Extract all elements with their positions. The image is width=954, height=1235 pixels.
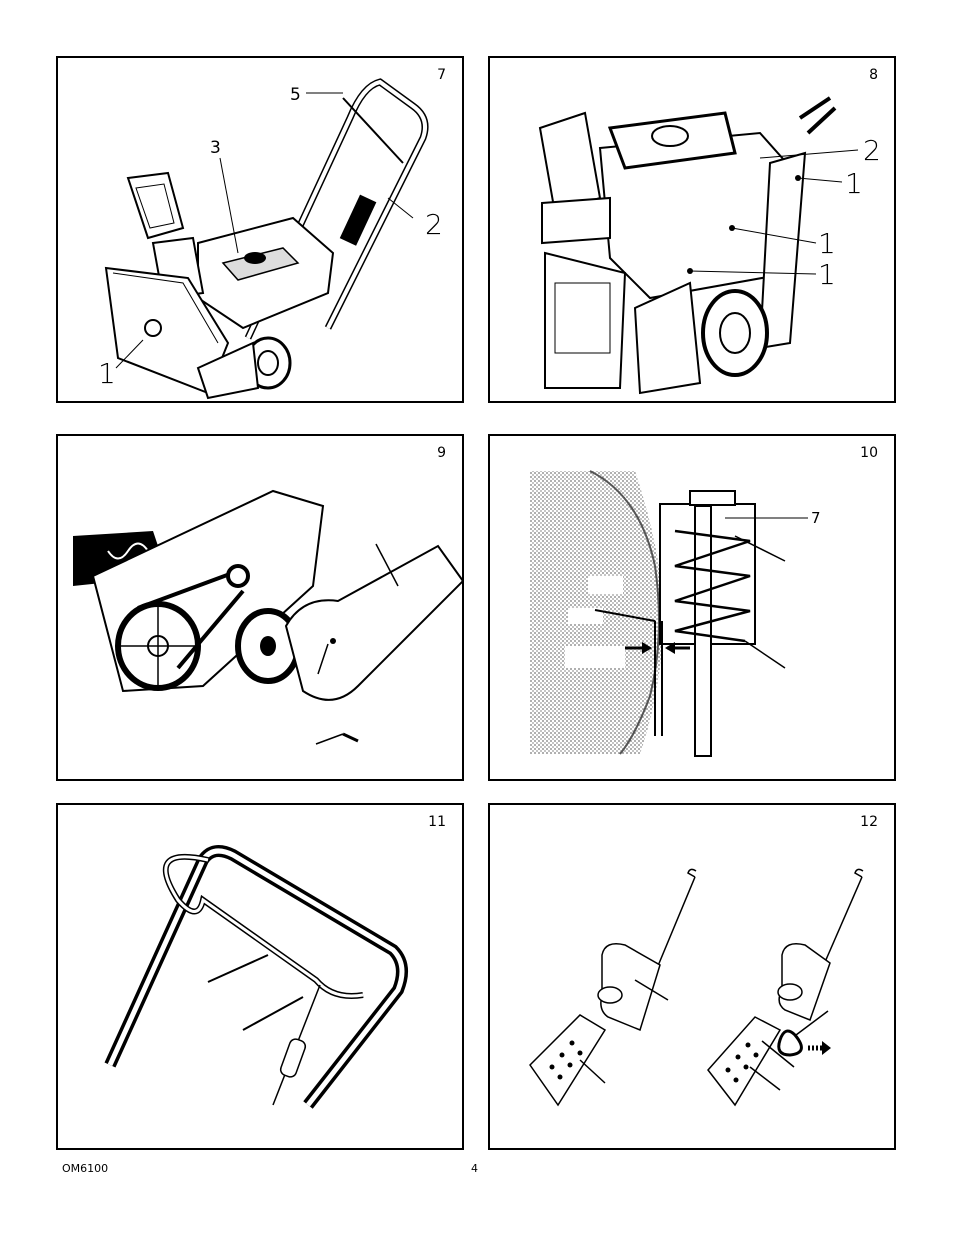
document-code: OM6100 [62,1162,108,1175]
belt-cover-illustration [58,436,462,779]
snowthrower-illustration: 5 3 2 1 [58,58,462,401]
figure-11-panel: 11 [56,803,464,1150]
figure-7-panel: 7 5 3 2 1 [56,56,464,403]
callout-1a: 1 [845,167,863,200]
page-number: 4 [471,1162,478,1175]
figure-12-panel: 12 [488,803,896,1150]
callout-2: 2 [425,208,443,241]
engine-cover-illustration: 2 1 1 1 [490,58,894,401]
callout-1: 1 [98,357,116,390]
callout-3: 3 [210,138,221,158]
handle-cable-illustration [58,805,462,1148]
spring-bracket-illustration [490,805,894,1148]
figure-8-panel: 8 2 1 1 1 [488,56,896,403]
figure-9-panel: 9 [56,434,464,781]
belt-guide-illustration: 7 [490,436,894,779]
callout-7: 7 [811,509,821,527]
figure-10-panel: 10 7 [488,434,896,781]
callout-5: 5 [290,85,301,105]
callout-1b: 1 [818,227,836,260]
callout-1c: 1 [818,258,836,291]
callout-2: 2 [863,134,881,167]
